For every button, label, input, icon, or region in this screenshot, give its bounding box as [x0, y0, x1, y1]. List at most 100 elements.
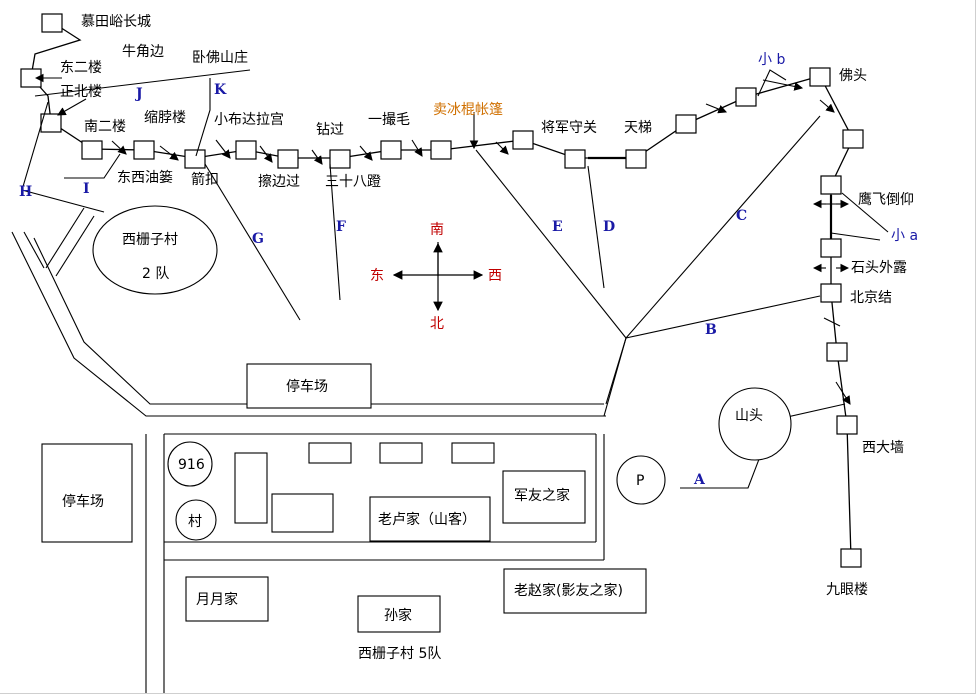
tower-labels: 慕田峪长城 东二楼 牛角边 卧佛山庄 正北楼 南二楼 缩脖楼 小布达拉宫 钻过 …: [60, 14, 918, 598]
label-xidaqiang: 西大墙: [862, 440, 904, 456]
tower-zhengbeilou[interactable]: [40, 113, 62, 133]
route-label-h: H: [19, 184, 32, 200]
label-p: P: [636, 473, 644, 489]
junyou-home[interactable]: [502, 470, 586, 524]
building-916[interactable]: [167, 441, 213, 487]
route-label-d: D: [603, 219, 615, 235]
tower-jiangjun-b[interactable]: [564, 149, 586, 169]
roads: [11, 207, 627, 693]
label-jiangjunshouguan: 将军守关: [541, 120, 597, 136]
route-label-k: K: [214, 82, 227, 98]
route-line-c: [625, 115, 821, 339]
route-label-g: G: [252, 231, 264, 247]
tower-shitou[interactable]: [820, 238, 842, 258]
label-jianku: 箭扣: [191, 171, 219, 188]
tower-jiangjun-a[interactable]: [512, 130, 534, 150]
route-line-g: [204, 163, 301, 321]
parking-left[interactable]: [41, 443, 133, 543]
tower-south-1[interactable]: [826, 342, 848, 362]
tower-east-1[interactable]: [842, 129, 864, 149]
label-cun: 村: [188, 514, 202, 530]
tower-maibinggun[interactable]: [430, 140, 452, 160]
route-label-b: B: [705, 322, 717, 338]
tower-fotou[interactable]: [809, 67, 831, 87]
hiking-routes: [21, 69, 846, 489]
label-nanerlou: 南二楼: [84, 119, 126, 135]
route-line-i: [64, 153, 121, 179]
tower-nanerlou[interactable]: [81, 140, 103, 160]
wall-direction-arrows: [34, 69, 889, 405]
tower-jiuyanlou[interactable]: [840, 548, 862, 568]
shantou-hill[interactable]: [718, 387, 792, 461]
label-tianti: 天梯: [624, 120, 652, 136]
buildings: [41, 205, 792, 633]
label-xiaob: 小 b: [758, 52, 785, 68]
route-label-a: A: [693, 472, 706, 488]
compass: 南 北 东 西: [370, 222, 502, 332]
label-junyou: 军友之家: [514, 487, 570, 504]
label-yichuomao: 一撮毛: [368, 111, 410, 128]
yueyue-home[interactable]: [185, 576, 269, 622]
tower-yingfei[interactable]: [820, 175, 842, 195]
route-label-i: I: [83, 181, 90, 197]
compass-north: 北: [430, 316, 444, 332]
tower-zuanguo[interactable]: [329, 149, 351, 169]
route-line-e: [475, 149, 627, 339]
laolu-home[interactable]: [369, 496, 491, 542]
tower-tianti[interactable]: [675, 114, 697, 134]
tower-mutianyu[interactable]: [41, 13, 63, 33]
label-niujiaobian: 牛角边: [122, 44, 164, 60]
tower-yichuomao[interactable]: [380, 140, 402, 160]
label-cabianguo: 擦边过: [258, 173, 300, 190]
tower-cabianguo[interactable]: [277, 149, 299, 169]
tower-xiaob[interactable]: [735, 87, 757, 107]
place-labels: 西栅子村 2 队 停车场 停车场 916 村 军友之家 老卢家（山客） P 月月…: [62, 232, 644, 662]
laozhao-home[interactable]: [503, 568, 647, 614]
label-916: 916: [178, 457, 205, 473]
tower-jianku[interactable]: [184, 149, 206, 169]
village-xizhazi[interactable]: [92, 205, 218, 295]
sun-home[interactable]: [357, 595, 441, 633]
label-dongerlou: 东二楼: [60, 60, 102, 76]
label-beijingjie: 北京结: [850, 290, 892, 306]
building-cun[interactable]: [175, 499, 217, 541]
parking-p[interactable]: [616, 455, 666, 505]
parking-top[interactable]: [246, 363, 372, 409]
label-fotou: 佛头: [839, 68, 867, 84]
tower-xiaobudalagong[interactable]: [235, 140, 257, 160]
route-letters: A B C D E F G H I J K: [19, 82, 747, 488]
route-label-f: F: [336, 219, 346, 235]
label-zuanguo: 钻过: [316, 122, 344, 138]
label-team5: 西栅子村 5队: [358, 646, 441, 662]
compass-south: 南: [430, 222, 444, 238]
label-xiaoa: 小 a: [891, 228, 918, 244]
label-parking-top: 停车场: [286, 378, 328, 395]
route-label-e: E: [552, 219, 563, 235]
label-laolu: 老卢家（山客）: [378, 511, 476, 528]
compass-east: 东: [370, 268, 384, 284]
route-line-j: [34, 69, 251, 97]
label-yingfei: 鹰飞倒仰: [858, 192, 914, 208]
label-laozhao: 老赵家(影友之家): [514, 582, 623, 599]
label-team2: 2 队: [142, 266, 169, 282]
tower-tianti-lower[interactable]: [625, 149, 647, 169]
route-line-k: [195, 78, 211, 157]
tower-suobolou[interactable]: [133, 140, 155, 160]
label-wofoshanzhuang: 卧佛山庄: [192, 49, 248, 66]
tower-xidaqiang[interactable]: [836, 415, 858, 435]
route-line-h: [21, 101, 105, 213]
tower-beijingjie[interactable]: [820, 283, 842, 303]
route-line-d: [587, 165, 605, 289]
label-sunjia: 孙家: [384, 607, 412, 624]
label-zhengbeilou: 正北楼: [60, 84, 102, 100]
label-shitou: 石头外露: [851, 260, 907, 276]
label-suobolou: 缩脖楼: [144, 110, 186, 126]
label-yueyue: 月月家: [196, 591, 238, 608]
label-sanshiba: 三十八蹬: [325, 174, 381, 190]
route-label-c: C: [736, 208, 747, 224]
label-xizhazi-village: 西栅子村: [122, 232, 178, 248]
route-label-j: J: [134, 86, 143, 102]
route-line-f: [329, 163, 341, 301]
